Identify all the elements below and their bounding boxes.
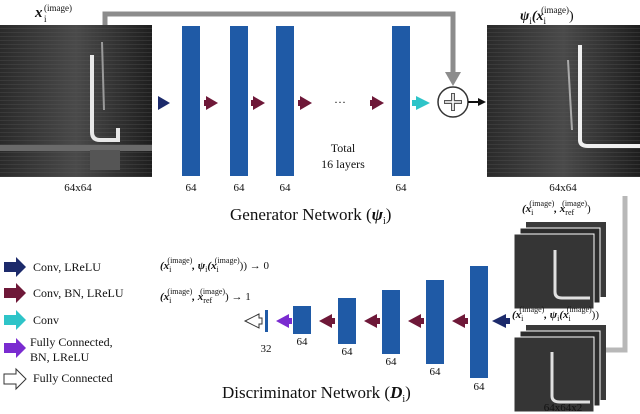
discriminator-layer-label-1: 32: [261, 343, 272, 355]
discriminator-layer-5: [426, 280, 444, 364]
white-arrow-icon: [3, 367, 27, 391]
discriminator-layer-label-4: 64: [386, 356, 398, 368]
generator-ellipsis: ···: [334, 95, 346, 109]
svg-text:BN, LReLU: BN, LReLU: [30, 350, 90, 364]
legend-item-fc-bn-lrelu: Fully Connected, BN, LReLU: [4, 335, 113, 364]
discriminator-conv-bn-lrelu-arrow-3: [364, 314, 377, 328]
generator-layer-label-3: 64: [280, 182, 292, 194]
svg-text:Conv: Conv: [33, 313, 59, 327]
discriminator-layer-4: [382, 290, 400, 354]
discriminator-layer-2: [293, 306, 311, 334]
discriminator-title: Discriminator Network (Di): [222, 383, 411, 405]
maroon-arrow-icon: [4, 283, 26, 303]
generator-layer-1: [182, 26, 200, 176]
stack-size-label: 64x64x2: [544, 402, 583, 414]
discriminator-conv-bn-lrelu-arrow-1: [452, 314, 465, 328]
discriminator-layer-3: [338, 298, 356, 344]
discriminator-fc-arrow: [243, 313, 263, 329]
legend-item-conv-bn-lrelu: Conv, BN, LReLU: [4, 283, 124, 303]
fake-pair-label: (xi(image), ψi(xi(image))): [512, 305, 599, 323]
discriminator-conv-bn-lrelu-arrow-4: [319, 314, 332, 328]
generator-to-discriminator-arrow: [600, 196, 628, 353]
generator-conv-arrow: [416, 96, 430, 110]
generator-conv-bn-lrelu-arrow-4: [372, 96, 384, 110]
generator-conv-bn-lrelu-arrow-2: [253, 96, 265, 110]
svg-text:ψi(xi(image)): ψi(xi(image)): [520, 5, 574, 26]
discriminator-network: 32 64 64 64 64 64 (xi(image), ψi(xi(imag…: [160, 256, 510, 405]
real-pair-label: (xi(image), xref(image)): [522, 199, 591, 217]
discriminator-layer-label-3: 64: [342, 346, 354, 358]
legend-item-conv: Conv: [4, 310, 59, 330]
input-image-label: x i (image): [34, 3, 72, 24]
input-image-size: 64x64: [64, 182, 92, 194]
legend-item-fc: Fully Connected: [3, 367, 113, 391]
generator-total-line2: 16 layers: [321, 157, 365, 171]
generator-total-line1: Total: [331, 141, 356, 155]
svg-text:Conv, LReLU: Conv, LReLU: [33, 260, 101, 274]
discriminator-fc-bn-lrelu-arrow: [276, 314, 289, 328]
output-image-size: 64x64: [549, 182, 577, 194]
real-pair-stack: [513, 222, 606, 310]
svg-text:(image): (image): [44, 3, 72, 13]
discriminator-layer-1: [265, 310, 268, 332]
generator-layer-label-4: 64: [396, 182, 408, 194]
generator-network: ··· Total 16 layers 64 64 64 64 Generato…: [158, 26, 486, 227]
generator-layer-2: [230, 26, 248, 176]
svg-text:Fully Connected: Fully Connected: [33, 371, 113, 385]
output-image: [487, 25, 640, 177]
skip-connection-arrowhead: [445, 72, 461, 86]
dark-blue-arrow-icon: [4, 257, 26, 277]
discriminator-layer-6: [470, 266, 488, 378]
discriminator-layer-label-2: 64: [297, 336, 309, 348]
fake-pair-stack: [513, 325, 606, 413]
discriminator-layer-label-6: 64: [474, 381, 486, 393]
generator-layer-label-1: 64: [186, 182, 198, 194]
discriminator-conv-lrelu-arrow: [492, 314, 506, 328]
skip-connection-line: [102, 11, 456, 76]
generator-layer-label-2: 64: [234, 182, 246, 194]
legend: Conv, LReLU Conv, BN, LReLU Conv Fully C…: [3, 257, 124, 391]
generator-conv-bn-lrelu-arrow-3: [300, 96, 312, 110]
generator-layer-3: [276, 26, 294, 176]
discriminator-layer-label-5: 64: [430, 366, 442, 378]
input-image: [0, 25, 152, 177]
plus-circle-icon: [437, 86, 469, 118]
svg-text:Fully Connected,: Fully Connected,: [30, 335, 113, 349]
purple-arrow-icon: [4, 338, 26, 358]
discriminator-output-real: (xi(image), xref(image)) → 1: [160, 287, 251, 305]
output-image-label: ψi(xi(image)): [520, 5, 574, 26]
cyan-arrow-icon: [4, 310, 26, 330]
svg-text:i: i: [44, 14, 47, 24]
svg-text:Conv, BN, LReLU: Conv, BN, LReLU: [33, 286, 124, 300]
generator-conv-bn-lrelu-arrow-1: [206, 96, 218, 110]
legend-item-conv-lrelu: Conv, LReLU: [4, 257, 101, 277]
discriminator-output-fake: (xi(image), ψi(xi(image))) → 0: [160, 256, 269, 274]
generator-title: Generator Network (ψi): [230, 205, 391, 227]
generator-layer-16: [392, 26, 410, 176]
discriminator-conv-bn-lrelu-arrow-2: [408, 314, 421, 328]
svg-text:x: x: [34, 5, 43, 21]
